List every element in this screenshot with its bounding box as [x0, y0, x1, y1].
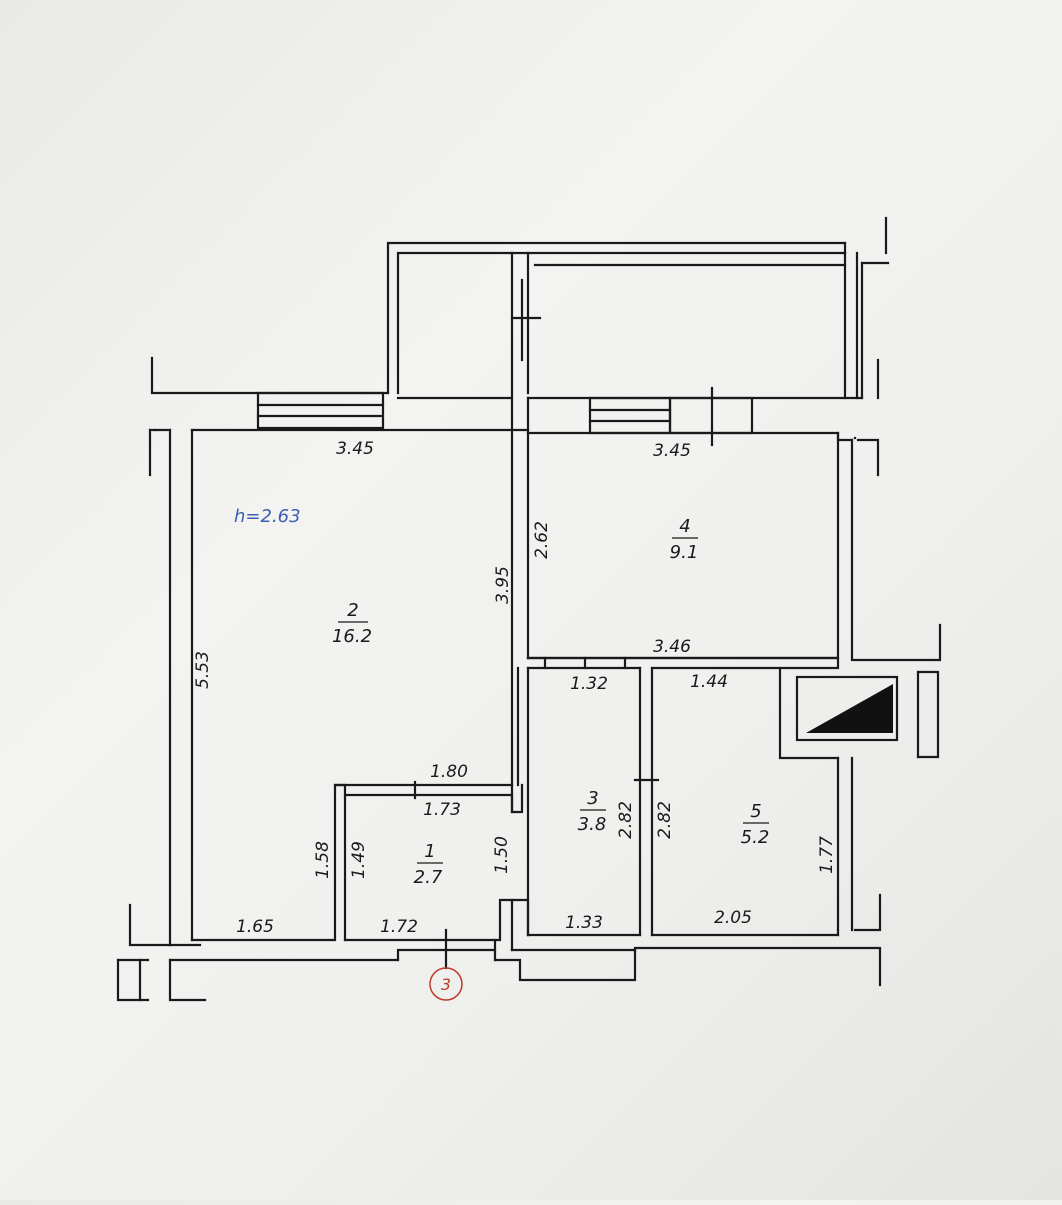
dim-room2-right: 3.95 — [493, 566, 513, 604]
dim-room4-bottom: 3.46 — [653, 637, 691, 657]
room-area: 16.2 — [332, 626, 372, 647]
dim-room4-top: 3.45 — [653, 441, 691, 461]
dim-room5-top: 1.44 — [690, 672, 728, 692]
dim-room3-bottom: 1.33 — [565, 913, 603, 933]
room-number: 1 — [424, 841, 435, 862]
dim-room2-bottom: 1.65 — [236, 917, 274, 937]
room-area: 2.7 — [414, 867, 443, 888]
bottom-wall — [116, 928, 882, 1002]
dim-room1-bottom: 1.72 — [380, 917, 418, 937]
room-area: 9.1 — [670, 542, 699, 563]
dim-hall-top-inner: 1.73 — [423, 800, 461, 820]
room-5-label: 5 5.2 — [741, 801, 770, 848]
dim-room1-left: 1.49 — [349, 841, 369, 879]
ceiling-height-note: h=2.63 — [234, 506, 301, 527]
room-1-walls — [333, 780, 530, 952]
ventilation-shaft — [795, 675, 899, 742]
upper-wall — [150, 356, 864, 447]
dim-room2-top: 3.45 — [336, 439, 374, 459]
left-wall — [128, 428, 194, 947]
axis-marker-label: 3 — [441, 975, 451, 994]
room-4-walls — [510, 393, 840, 660]
shaft-hatch — [806, 684, 893, 733]
dim-room4-left: 2.62 — [532, 521, 552, 559]
dim-room2-left: 5.53 — [193, 651, 213, 689]
dim-room3-left: 2.82 — [616, 801, 636, 839]
room-3-5-walls — [526, 666, 840, 937]
balcony — [386, 216, 890, 400]
room-number: 3 — [587, 788, 598, 809]
dim-room5-bottom: 2.05 — [714, 908, 752, 928]
dim-room3-top: 1.32 — [570, 674, 608, 694]
room-3-label: 3 3.8 — [578, 788, 607, 835]
axis-marker-circle — [429, 967, 463, 1001]
room-number: 2 — [347, 600, 358, 621]
dim-room2-lower-left: 1.58 — [313, 841, 333, 879]
room-1-label: 1 2.7 — [414, 841, 443, 888]
dim-hall-top-outer: 1.80 — [430, 762, 468, 782]
room-number: 5 — [750, 801, 761, 822]
room-area: 3.8 — [578, 814, 607, 835]
dim-room5-left: 2.82 — [655, 801, 675, 839]
middle-partition — [510, 656, 840, 937]
room-number: 4 — [679, 516, 690, 537]
right-wall — [836, 431, 942, 932]
room-2-label: 2 16.2 — [332, 600, 372, 647]
room-4-label: 4 9.1 — [670, 516, 699, 563]
room-area: 5.2 — [741, 827, 770, 848]
dim-room1-right: 1.50 — [492, 836, 512, 874]
dim-room5-right: 1.77 — [817, 836, 837, 874]
